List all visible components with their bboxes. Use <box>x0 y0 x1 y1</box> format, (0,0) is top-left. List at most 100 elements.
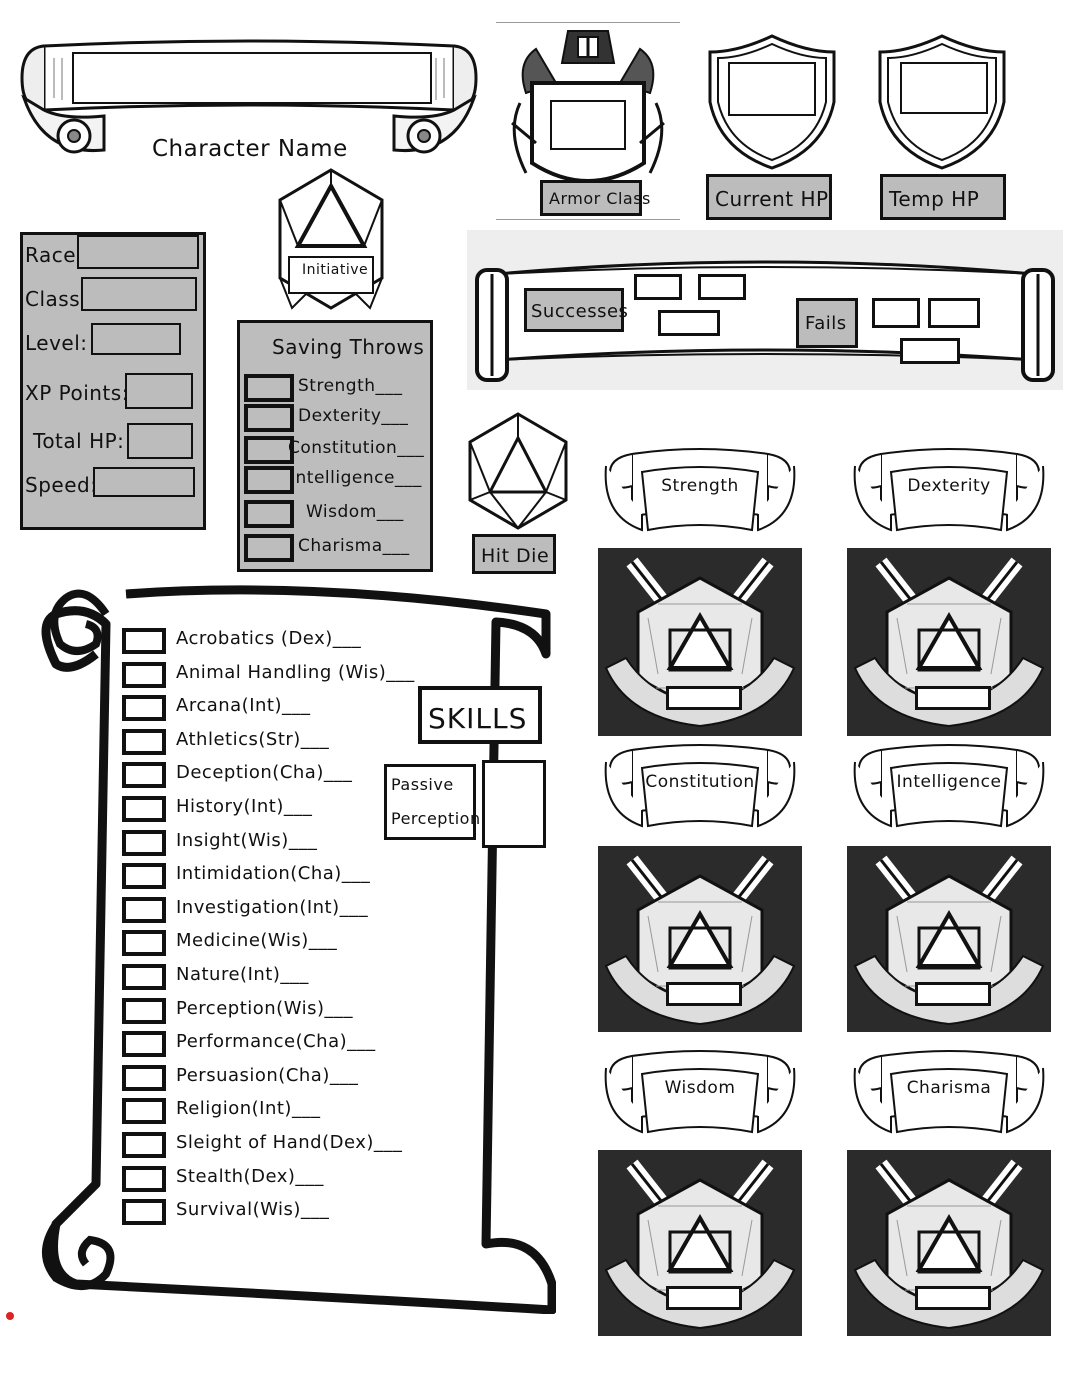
armor-class-value[interactable] <box>550 100 626 150</box>
banner-scroll-icon <box>853 448 1045 532</box>
skill-label: Athletics(Str)___ <box>176 729 330 750</box>
saving-throw-proficiency-box[interactable] <box>244 404 294 432</box>
total-hp-label: Total HP: <box>33 429 125 453</box>
race-field[interactable] <box>77 235 199 269</box>
skill-row[interactable]: Animal Handling (Wis)___ <box>122 662 422 692</box>
saving-throws-title: Saving Throws <box>272 335 425 359</box>
character-info-panel: Race: Class: Level: XP Points: Total HP:… <box>20 232 206 530</box>
success-check-1[interactable] <box>634 274 682 300</box>
skill-label: Perception(Wis)___ <box>176 998 353 1019</box>
skill-row[interactable]: Intimidation(Cha)___ <box>122 863 422 893</box>
skill-proficiency-box[interactable] <box>122 662 166 688</box>
skill-proficiency-box[interactable] <box>122 1166 166 1192</box>
skill-row[interactable]: History(Int)___ <box>122 796 422 826</box>
shield-swords-icon <box>604 557 796 728</box>
ability-modifier-box[interactable] <box>666 982 742 1006</box>
skill-proficiency-box[interactable] <box>122 1132 166 1158</box>
skill-row[interactable]: Sleight of Hand(Dex)___ <box>122 1132 422 1162</box>
xp-field[interactable] <box>125 373 193 409</box>
saving-throw-proficiency-box[interactable] <box>244 436 294 464</box>
saving-throw-proficiency-box[interactable] <box>244 374 294 402</box>
ability-modifier-box[interactable] <box>915 1286 991 1310</box>
speed-field[interactable] <box>93 467 195 497</box>
class-field[interactable] <box>81 277 197 311</box>
skill-row[interactable]: Insight(Wis)___ <box>122 830 422 860</box>
fail-check-3[interactable] <box>900 338 960 364</box>
skill-row[interactable]: Religion(Int)___ <box>122 1098 422 1128</box>
passive-perception-value[interactable] <box>482 760 546 848</box>
character-name-label: Character Name <box>152 136 348 162</box>
banner-scroll-icon <box>853 744 1045 828</box>
ability-name: Strength <box>661 476 739 496</box>
character-name-field[interactable] <box>72 52 432 104</box>
saving-throw-label: Strength___ <box>298 376 403 396</box>
skill-row[interactable]: Performance(Cha)___ <box>122 1031 422 1061</box>
skill-row[interactable]: Arcana(Int)___ <box>122 695 422 725</box>
skill-row[interactable]: Acrobatics (Dex)___ <box>122 628 422 658</box>
skill-label: Arcana(Int)___ <box>176 695 311 716</box>
skill-proficiency-box[interactable] <box>122 628 166 654</box>
skill-proficiency-box[interactable] <box>122 762 166 788</box>
skill-row[interactable]: Stealth(Dex)___ <box>122 1166 422 1196</box>
skill-proficiency-box[interactable] <box>122 1199 166 1225</box>
success-check-2[interactable] <box>698 274 746 300</box>
ability-crest-constitution <box>598 846 802 1032</box>
initiative-label: Initiative <box>302 262 369 278</box>
skill-proficiency-box[interactable] <box>122 830 166 856</box>
saving-throw-proficiency-box[interactable] <box>244 500 294 528</box>
skills-title: SKILLS <box>428 702 528 735</box>
skill-proficiency-box[interactable] <box>122 1098 166 1124</box>
level-label: Level: <box>25 331 88 355</box>
saving-throw-proficiency-box[interactable] <box>244 466 294 494</box>
skill-label: Religion(Int)___ <box>176 1098 321 1119</box>
skill-row[interactable]: Persuasion(Cha)___ <box>122 1065 422 1095</box>
skill-row[interactable]: Athletics(Str)___ <box>122 729 422 759</box>
skill-row[interactable]: Survival(Wis)___ <box>122 1199 422 1229</box>
saving-throw-proficiency-box[interactable] <box>244 534 294 562</box>
temp-hp-value[interactable] <box>900 62 988 114</box>
ability-modifier-box[interactable] <box>915 982 991 1006</box>
success-check-3[interactable] <box>658 310 720 336</box>
saving-throw-label: Dexterity___ <box>298 406 409 426</box>
fail-check-2[interactable] <box>928 298 980 328</box>
skill-proficiency-box[interactable] <box>122 1031 166 1057</box>
skill-label: Performance(Cha)___ <box>176 1031 376 1052</box>
current-hp-value[interactable] <box>728 62 816 116</box>
ability-banner-dexterity: Dexterity <box>851 446 1047 538</box>
skill-proficiency-box[interactable] <box>122 863 166 889</box>
skill-proficiency-box[interactable] <box>122 1065 166 1091</box>
ability-banner-strength: Strength <box>602 446 798 538</box>
ability-crest-dexterity <box>847 548 1051 736</box>
skill-proficiency-box[interactable] <box>122 964 166 990</box>
skill-row[interactable]: Nature(Int)___ <box>122 964 422 994</box>
skill-row[interactable]: Investigation(Int)___ <box>122 897 422 927</box>
skill-row[interactable]: Deception(Cha)___ <box>122 762 422 792</box>
initiative-box[interactable]: Initiative <box>288 256 374 294</box>
skill-proficiency-box[interactable] <box>122 729 166 755</box>
temp-hp-label: Temp HP <box>889 187 980 211</box>
skill-proficiency-box[interactable] <box>122 998 166 1024</box>
fails-label-box: Fails <box>796 298 858 348</box>
total-hp-field[interactable] <box>127 423 193 459</box>
ability-crest-strength <box>598 548 802 736</box>
skill-label: Stealth(Dex)___ <box>176 1166 324 1187</box>
skill-proficiency-box[interactable] <box>122 695 166 721</box>
skill-proficiency-box[interactable] <box>122 930 166 956</box>
level-field[interactable] <box>91 323 181 355</box>
armor-class-label-box: Armor Class <box>540 180 650 216</box>
ability-modifier-box[interactable] <box>666 686 742 710</box>
ability-modifier-box[interactable] <box>666 1286 742 1310</box>
skill-proficiency-box[interactable] <box>122 796 166 822</box>
temp-hp-label-box: Temp HP <box>880 174 1006 220</box>
skill-label: Sleight of Hand(Dex)___ <box>176 1132 403 1153</box>
ability-modifier-box[interactable] <box>915 686 991 710</box>
ability-name: Constitution <box>645 772 755 792</box>
hit-die-label-box[interactable]: Hit Die <box>472 534 556 574</box>
skill-proficiency-box[interactable] <box>122 897 166 923</box>
successes-label: Successes <box>531 301 629 322</box>
skill-label: Investigation(Int)___ <box>176 897 369 918</box>
fail-check-1[interactable] <box>872 298 920 328</box>
ability-name: Wisdom <box>664 1078 736 1098</box>
skill-row[interactable]: Perception(Wis)___ <box>122 998 422 1028</box>
skill-row[interactable]: Medicine(Wis)___ <box>122 930 422 960</box>
